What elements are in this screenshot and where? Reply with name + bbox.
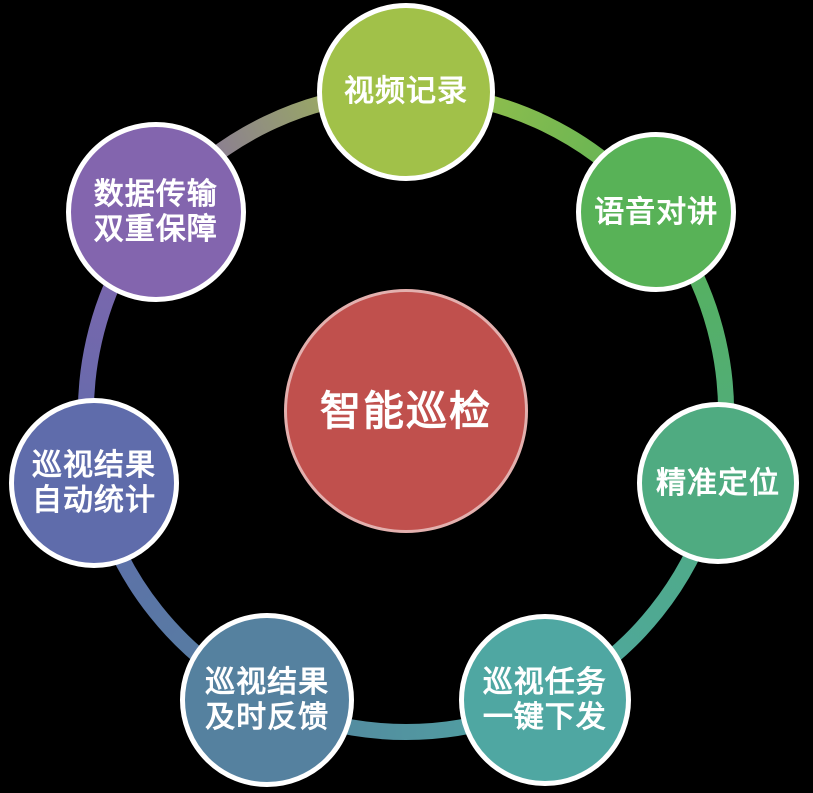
node-video-record-label: 视频记录 [344, 75, 468, 109]
node-voice-intercom-label: 语音对讲 [594, 195, 719, 229]
node-task-dispatch: 巡视任务 一键下发 [458, 614, 631, 787]
node-data-transmission: 数据传输 双重保障 [65, 122, 246, 303]
node-result-feedback-label: 巡视结果 及时反馈 [205, 665, 330, 735]
node-task-dispatch-label: 巡视任务 一键下发 [482, 665, 607, 735]
node-video-record: 视频记录 [317, 3, 495, 181]
center-circle: 智能巡检 [284, 289, 528, 533]
node-result-statistics: 巡视结果 自动统计 [9, 398, 180, 569]
center-label: 智能巡检 [320, 387, 492, 434]
node-result-feedback: 巡视结果 及时反馈 [180, 613, 355, 788]
node-data-transmission-label: 数据传输 双重保障 [93, 178, 218, 247]
node-precise-positioning: 精准定位 [636, 402, 799, 565]
node-precise-positioning-label: 精准定位 [655, 466, 780, 500]
node-result-statistics-label: 巡视结果 自动统计 [32, 448, 157, 518]
node-voice-intercom: 语音对讲 [576, 132, 737, 293]
